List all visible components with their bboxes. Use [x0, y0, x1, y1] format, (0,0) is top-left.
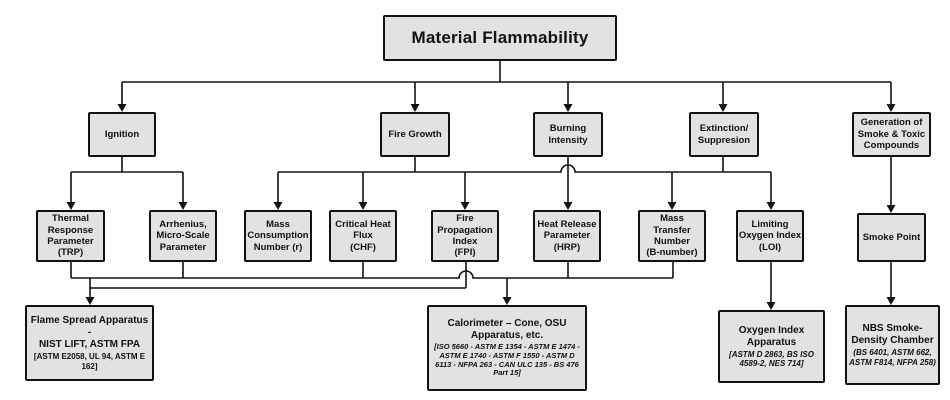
node-title: Calorimeter – Cone, OSU Apparatus, etc. — [447, 317, 567, 341]
node-label: Extinction/ Suppresion — [697, 122, 751, 146]
node-smoke-toxic-generation: Generation of Smoke & Toxic Compounds — [852, 112, 931, 157]
node-thermal-response-parameter: Thermal Response Parameter (TRP) — [36, 210, 105, 262]
node-fire-propagation-index: Fire Propagation Index (FPI) — [431, 210, 499, 262]
node-label: Generation of Smoke & Toxic Compounds — [857, 116, 926, 152]
node-oxygen-index-apparatus: Oxygen Index Apparatus [ASTM D 2863, BS … — [718, 310, 825, 383]
node-extinction-suppression: Extinction/ Suppresion — [689, 112, 759, 157]
node-mass-consumption-number: Mass Consumption Number (r) — [244, 210, 312, 262]
node-label: Burning Intensity — [548, 122, 588, 146]
node-label: Ignition — [104, 128, 140, 140]
node-flame-spread-apparatus: Flame Spread Apparatus - NIST LIFT, ASTM… — [25, 305, 154, 381]
node-label: Fire Propagation Index (FPI) — [437, 213, 493, 259]
node-label: Heat Release Parameter (HRP) — [537, 218, 597, 253]
node-label: Arrhenius, Micro-Scale Parameter — [156, 218, 210, 253]
node-standards: [ISO 5660 - ASTM E 1354 - ASTM E 1474 - … — [434, 341, 580, 378]
node-heat-release-parameter: Heat Release Parameter (HRP) — [533, 210, 601, 262]
connector-lines — [70, 61, 892, 303]
node-label: Smoke Point — [862, 231, 921, 243]
node-title: NBS Smoke- Density Chamber — [851, 323, 934, 347]
node-mass-transfer-number: Mass Transfer Number (B-number) — [638, 210, 706, 262]
node-label: Mass Consumption Number (r) — [247, 218, 309, 253]
node-fire-growth: Fire Growth — [380, 112, 450, 157]
node-label: Fire Growth — [388, 128, 442, 140]
node-ignition: Ignition — [88, 112, 156, 157]
node-standards: [ASTM E2058, UL 94, ASTM E 162] — [33, 352, 146, 371]
node-title: Oxygen Index Apparatus — [738, 324, 805, 348]
node-label: Mass Transfer Number (B-number) — [646, 213, 698, 259]
node-critical-heat-flux: Critical Heat Flux (CHF) — [329, 210, 397, 262]
node-label: Limiting Oxygen Index (LOI) — [738, 218, 802, 253]
node-limiting-oxygen-index: Limiting Oxygen Index (LOI) — [736, 210, 804, 262]
node-standards: (BS 6401, ASTM 662, ASTM F814, NFPA 258) — [849, 348, 936, 367]
node-nbs-smoke-density-chamber: NBS Smoke- Density Chamber (BS 6401, AST… — [845, 305, 940, 385]
node-calorimeter: Calorimeter – Cone, OSU Apparatus, etc. … — [427, 305, 587, 391]
node-standards: [ASTM D 2863, BS ISO 4589-2, NES 714] — [729, 349, 814, 368]
node-burning-intensity: Burning Intensity — [533, 112, 603, 157]
node-title: Flame Spread Apparatus - NIST LIFT, ASTM… — [30, 315, 149, 351]
arrowheads — [66, 104, 896, 310]
node-label: Material Flammability — [411, 28, 589, 47]
node-smoke-point: Smoke Point — [857, 213, 926, 262]
node-material-flammability: Material Flammability — [383, 15, 617, 61]
node-label: Thermal Response Parameter (TRP) — [47, 213, 94, 259]
node-label: Critical Heat Flux (CHF) — [335, 218, 391, 253]
node-arrhenius-parameter: Arrhenius, Micro-Scale Parameter — [149, 210, 217, 262]
